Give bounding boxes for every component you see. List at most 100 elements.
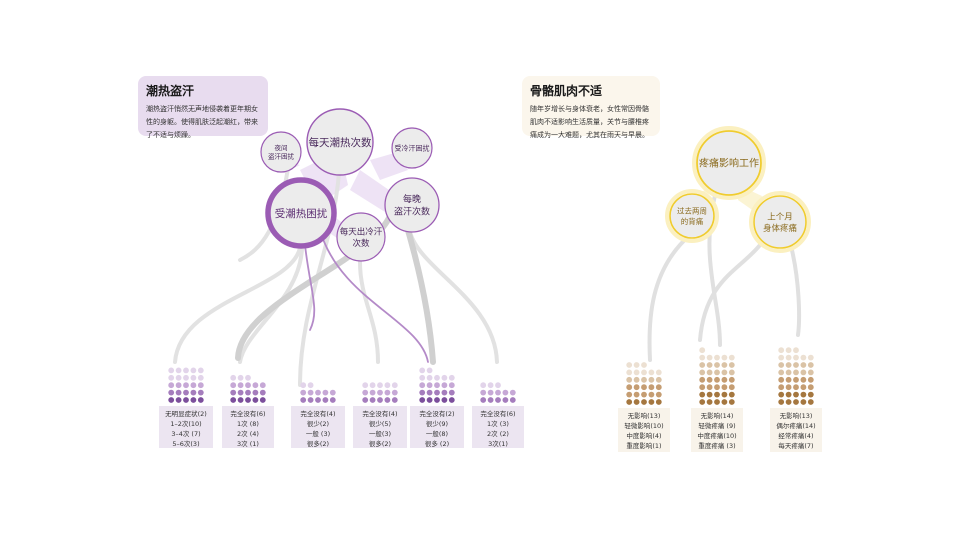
group-level-text: 很多(2) [368,440,392,448]
dot [197,389,204,396]
bone-pain-group-label-1: 无影响(13)轻微影响(10)中度影响(4)重度影响(1) [618,408,670,452]
dot [419,397,426,403]
dot [322,397,329,403]
dot [633,384,640,391]
dot [778,347,785,354]
circle-shape [336,212,386,262]
group-level-text: 重度影响(1) [626,442,662,450]
dot [714,362,720,368]
dot [190,389,197,396]
dot [641,362,647,368]
group-level-text: 1次 (3) [487,420,509,428]
dot [175,397,182,403]
dot [721,399,728,405]
dot [633,362,640,368]
dot [721,384,728,391]
dot [626,362,633,368]
dot [714,354,720,361]
dot [800,384,807,391]
dot [641,391,647,398]
group-level-text: 很多 (2) [424,440,450,448]
circle-label: 每晚 [403,193,421,205]
dot [197,382,204,389]
flow-line [358,260,380,364]
dot [655,391,662,398]
dot [377,382,383,389]
group-level-text: 轻微疼痛 (9) [698,422,736,430]
group-level-text: 偶尔疼痛(14) [776,422,816,430]
group-level-text: 很多(2) [306,440,330,448]
group-level-text: 每天疼痛(7) [778,442,814,450]
dot [641,369,647,376]
dot [259,382,266,389]
dot [706,354,713,361]
group-level-text: 2次 (2) [487,430,509,438]
dot [419,389,426,396]
dot [699,391,706,398]
dot [785,354,792,361]
hot-flash-group-label-5: 完全没有(2)很少(9)一般(8)很多 (2) [410,406,464,448]
dot [721,362,728,368]
dot [778,391,785,398]
hot-flash-group-label-3: 完全没有(4)很少(2)一般 (3)很多(2) [291,406,345,448]
circle-shape [753,195,807,249]
dot [728,384,735,391]
dot [230,374,237,381]
dot [641,384,647,391]
dot [183,389,189,396]
dot [714,376,720,383]
circle-label: 身体疼痛 [763,223,798,234]
bone-pain-description: 随年岁增长与身体衰老，女性常因骨骼肌肉不适影响生活质量，关节与腰椎疼痛成为一大难… [530,105,649,139]
group-level-text: 完全没有(2) [419,410,455,418]
flow-line [788,240,802,337]
flow-line-purple [319,229,429,363]
dot [714,384,720,391]
circle-shape [260,131,302,173]
dot [245,397,251,403]
dot [300,397,307,403]
dot [230,389,237,396]
hot-flash-description: 潮热盗汗悄然无声地侵袭着更年期女性的身躯。使得肌肤泛起潮红，带来了不适与烦躁。 [146,105,258,139]
flow-line [238,153,292,262]
group-level-text: 中度影响(4) [626,432,662,440]
flow-line [173,246,302,364]
dot [648,391,655,398]
group-level-text: 5–6次(3) [172,440,200,448]
dot [509,389,516,396]
dot [502,389,509,396]
dot [441,382,448,389]
circle-label: 受冷汗困扰 [395,144,430,153]
dot [778,384,785,391]
group-level-text: 完全没有(4) [300,410,336,418]
dot [633,376,640,383]
dot [793,347,799,354]
dot [728,369,735,376]
group-level-text: 无影响(14) [700,412,734,420]
dot [300,382,307,389]
group-level-text: 2次 (4) [237,430,259,438]
bone-pain-dot-grid-1 [626,362,662,405]
group-level-text: 很少(9) [425,420,449,428]
dot [300,389,307,396]
dot [626,369,633,376]
flow-line-bold [402,217,436,365]
dot [252,397,259,403]
dot [237,374,244,381]
group-level-text: 1次 (8) [237,420,259,428]
dot [384,397,391,403]
dot [800,376,807,383]
dot [633,399,640,405]
group-level-text: 经常疼痛(4) [778,432,814,440]
dot [307,397,314,403]
dot [245,389,251,396]
dot [384,382,391,389]
dot [183,382,189,389]
group-level-text: 很少(2) [306,420,330,428]
dot [369,389,376,396]
dot [626,384,633,391]
dot [793,399,799,405]
dot [419,367,426,374]
dot [495,397,501,403]
flow-line-purple [304,244,316,331]
dot [509,397,516,403]
